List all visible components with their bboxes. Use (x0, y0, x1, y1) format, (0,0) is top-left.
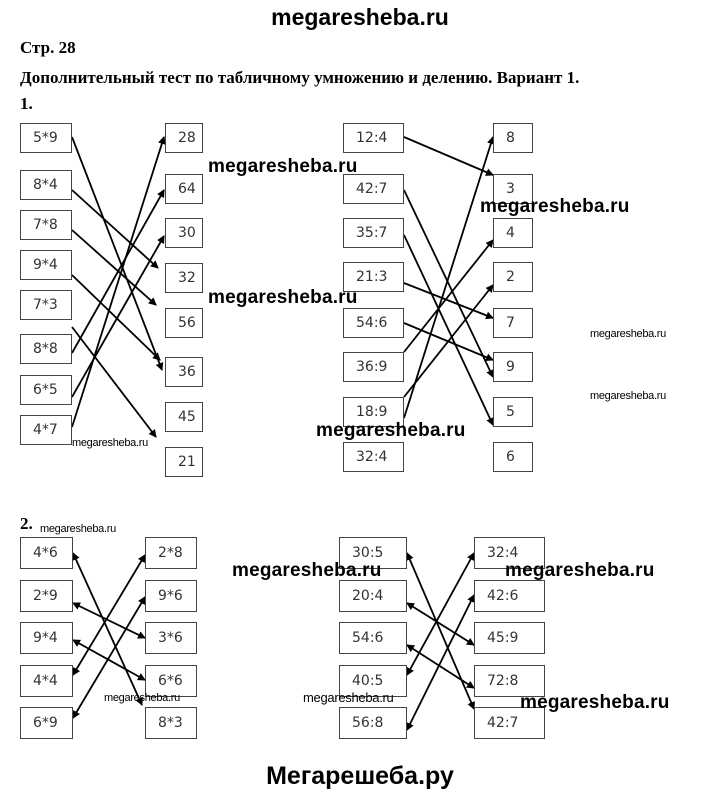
answer-box: 30:5 (339, 537, 407, 569)
answer-box: 28 (165, 123, 203, 153)
answer-box: 32:4 (474, 537, 545, 569)
answer-box: 6*9 (20, 707, 73, 739)
match-arrow (71, 235, 165, 398)
match-arrow (71, 274, 161, 361)
answer-box: 42:7 (343, 174, 404, 204)
answer-box: 4*4 (20, 665, 73, 697)
watermark: megaresheba.ru (590, 328, 666, 340)
answer-box: 35:7 (343, 218, 404, 248)
answer-box: 7*8 (20, 210, 72, 240)
watermark: megaresheba.ru (303, 690, 394, 705)
match-arrow (406, 594, 475, 731)
match-arrow (71, 136, 166, 428)
match-arrow (403, 239, 494, 353)
task-2-label: 2. (20, 514, 33, 533)
answer-box: 42:6 (474, 580, 545, 612)
answer-box: 8*8 (20, 334, 72, 364)
answer-box: 5*9 (20, 123, 72, 153)
footer-brand: Мегарешеба.ру (266, 762, 454, 790)
answer-box: 5 (493, 397, 533, 427)
answer-box: 54:6 (343, 308, 404, 338)
answer-box: 42:7 (474, 707, 545, 739)
watermark: megaresheba.ru (104, 692, 180, 704)
answer-box: 72:8 (474, 665, 545, 697)
answer-box: 20:4 (339, 580, 407, 612)
answer-box: 3*6 (145, 622, 197, 654)
watermark: megaresheba.ru (316, 420, 466, 441)
answer-box: 56 (165, 308, 203, 338)
answer-box: 7*3 (20, 290, 72, 320)
answer-box: 6*6 (145, 665, 197, 697)
answer-box: 21 (165, 447, 203, 477)
answer-box: 54:6 (339, 622, 407, 654)
match-arrow (403, 282, 494, 320)
answer-box: 4 (493, 218, 533, 248)
match-arrow (403, 189, 494, 378)
match-arrow (403, 284, 494, 398)
answer-box: 56:8 (339, 707, 407, 739)
answer-box: 9 (493, 352, 533, 382)
match-arrow (403, 136, 495, 419)
answer-box: 8*3 (145, 707, 197, 739)
answer-box: 2*8 (145, 537, 197, 569)
match-arrow (72, 639, 146, 681)
match-arrow (403, 234, 494, 426)
match-arrow (71, 136, 164, 371)
answer-box: 45:9 (474, 622, 545, 654)
answer-box: 6*5 (20, 375, 72, 405)
watermark: megaresheba.ru (520, 692, 670, 713)
watermark: megaresheba.ru (505, 560, 655, 581)
watermark: megaresheba.ru (480, 196, 630, 217)
watermark: megaresheba.ru (40, 523, 116, 535)
watermark: megaresheba.ru (208, 287, 358, 308)
match-arrow (71, 229, 157, 306)
answer-box: 7 (493, 308, 533, 338)
test-title: Дополнительный тест по табличному умноже… (20, 68, 580, 87)
answer-box: 36:9 (343, 352, 404, 382)
answer-box: 4*7 (20, 415, 72, 445)
match-arrow (403, 136, 494, 176)
answer-box: 40:5 (339, 665, 407, 697)
match-arrow (71, 326, 157, 438)
answer-box: 45 (165, 402, 203, 432)
match-arrow (71, 189, 165, 354)
answer-box: 30 (165, 218, 203, 248)
answer-box: 6 (493, 442, 533, 472)
answer-box: 12:4 (343, 123, 404, 153)
answer-box: 2*9 (20, 580, 73, 612)
answer-box: 9*4 (20, 622, 73, 654)
answer-box: 4*6 (20, 537, 73, 569)
match-arrow (71, 189, 159, 269)
site-title: megaresheba.ru (271, 4, 449, 30)
match-arrow (406, 644, 475, 689)
page-number: Стр. 28 (20, 38, 76, 57)
watermark: megaresheba.ru (208, 156, 358, 177)
answer-box: 9*4 (20, 250, 72, 280)
match-arrow (406, 602, 475, 646)
answer-box: 2 (493, 262, 533, 292)
watermark: megaresheba.ru (590, 390, 666, 402)
answer-box: 8*4 (20, 170, 72, 200)
match-arrow (406, 552, 475, 710)
answer-box: 3 (493, 174, 533, 204)
answer-box: 32:4 (343, 442, 404, 472)
watermark: megaresheba.ru (72, 437, 148, 449)
answer-box: 32 (165, 263, 203, 293)
answer-box: 21:3 (343, 262, 404, 292)
answer-box: 64 (165, 174, 203, 204)
watermark: megaresheba.ru (232, 560, 382, 581)
answer-box: 9*6 (145, 580, 197, 612)
answer-box: 36 (165, 357, 203, 387)
task-1-label: 1. (20, 94, 33, 113)
answer-box: 18:9 (343, 397, 404, 427)
answer-box: 8 (493, 123, 533, 153)
match-arrow (72, 596, 146, 719)
